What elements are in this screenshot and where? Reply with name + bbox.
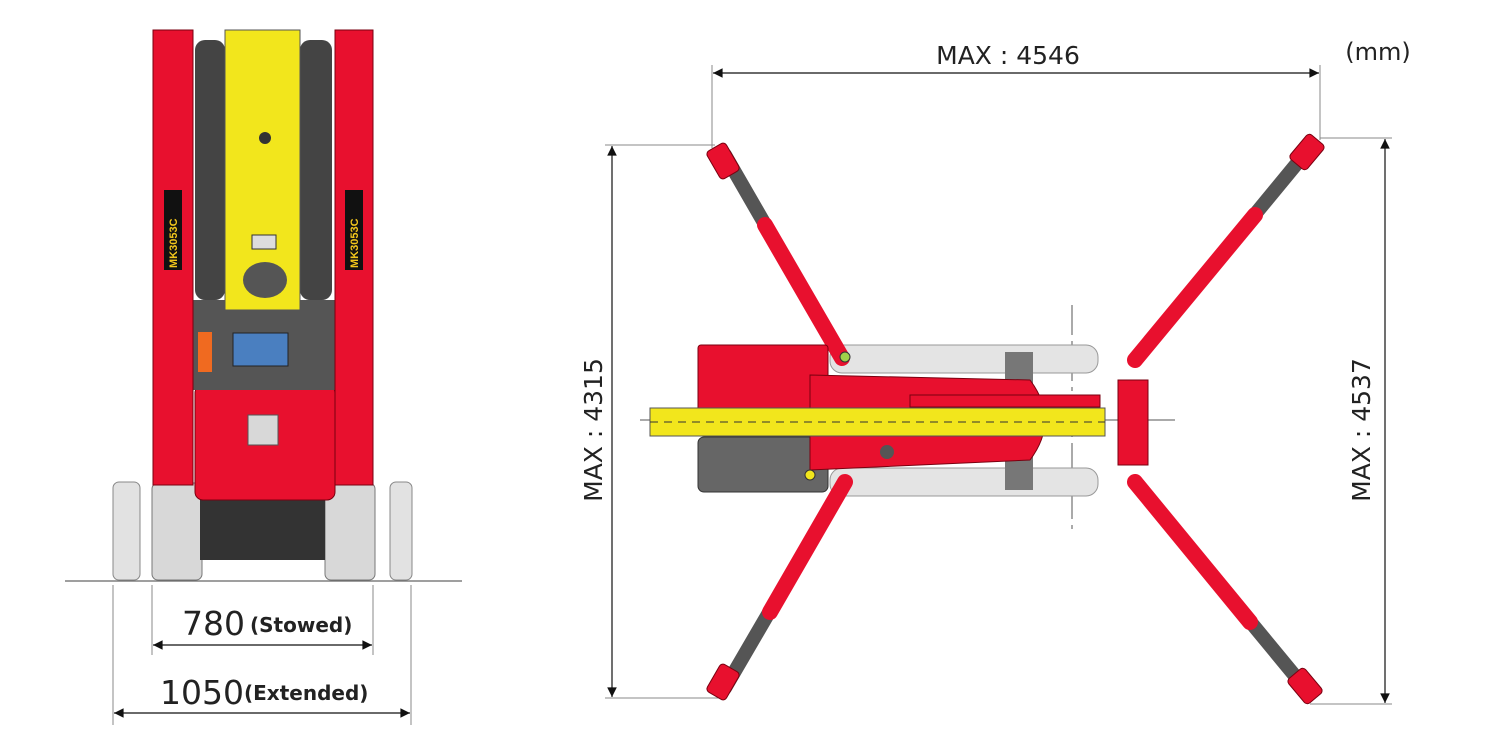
hinge-bottom (804, 469, 816, 481)
boom-pin (259, 132, 271, 144)
outer-pad-left (112, 481, 141, 581)
extended-label: (Extended) (244, 681, 368, 705)
unit-label: (mm) (1345, 38, 1410, 66)
model-logo-right: MK3053C (345, 190, 363, 270)
hydraulic-left (195, 40, 225, 300)
stowed-label: (Stowed) (250, 613, 352, 637)
pivot-pin (880, 445, 894, 459)
svg-text:MK3053C: MK3053C (349, 218, 361, 268)
max-left-height-label: MAX : 4315 (579, 358, 608, 502)
front-view: MK3053C MK3053C 780 (Stowed) 1050 (Exten… (65, 29, 462, 725)
boom-window (251, 234, 277, 250)
max-width-label: MAX : 4546 (936, 41, 1080, 70)
light (247, 414, 279, 446)
top-view: MAX : 4546 (mm) MAX : 4315 MAX : 4537 (579, 38, 1411, 705)
max-right-height-label: MAX : 4537 (1347, 358, 1376, 502)
outer-pad-right (389, 481, 413, 581)
model-logo-left: MK3053C (164, 190, 182, 270)
outrigger-lower-right (1127, 474, 1323, 705)
boom-head (243, 262, 287, 298)
extended-value: 1050 (160, 673, 244, 712)
outrigger-upper-right (1127, 133, 1325, 368)
orange-box (198, 332, 212, 372)
outrigger-hub (1117, 379, 1149, 466)
outrigger-upper-left (706, 142, 850, 366)
counterweight (697, 344, 829, 416)
outrigger-lower-left (706, 474, 853, 701)
track-top (829, 344, 1099, 374)
undercarriage (200, 500, 325, 560)
stowed-value: 780 (182, 604, 245, 643)
svg-text:MK3053C: MK3053C (168, 218, 180, 268)
control-panel-screen (232, 332, 289, 367)
engine-cover (697, 436, 829, 493)
hinge-top (839, 351, 851, 363)
track-bottom (829, 467, 1099, 497)
hydraulic-right (300, 40, 332, 300)
boom-cylinder (909, 394, 1101, 408)
track-left (151, 482, 203, 581)
